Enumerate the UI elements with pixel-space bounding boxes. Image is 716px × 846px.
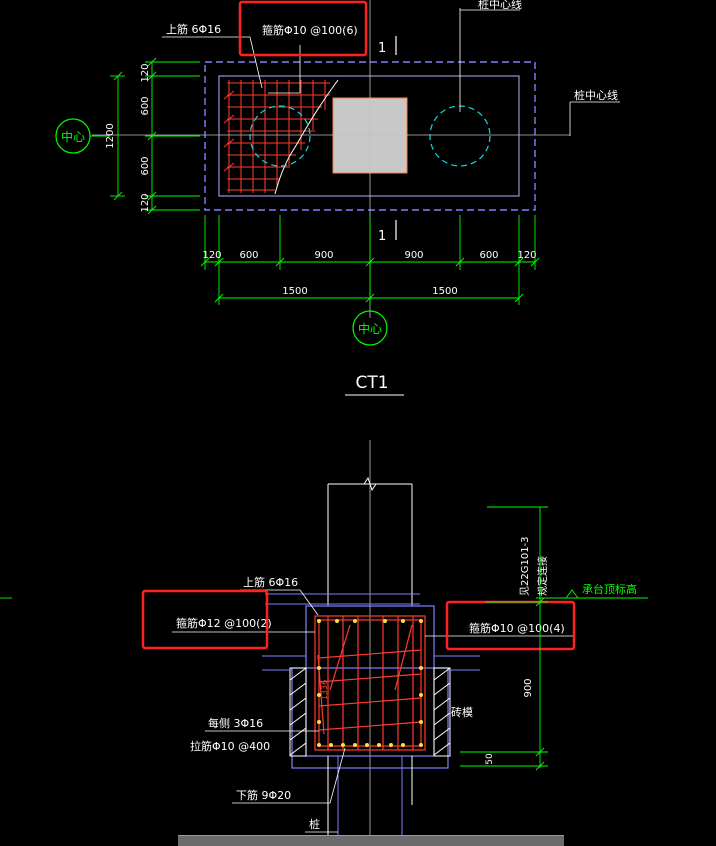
- section-brick-mold-label: 砖模: [451, 705, 473, 719]
- plan-dim-v-600-bottom: 600: [140, 156, 151, 175]
- plan-break-line: [274, 79, 339, 195]
- pile-axis-label-top: 桩中心线: [478, 0, 522, 11]
- pile-axis-label-right: 桩中心线: [574, 88, 618, 102]
- section-tie-rebar-label: 拉筋Φ10 @400: [190, 739, 270, 753]
- plan-dim-v-1200: 1200: [105, 123, 116, 148]
- plan-dim-h-1500-right: 1500: [432, 286, 457, 297]
- section-rebar-dots: [317, 619, 423, 747]
- center-symbol-bottom-label: 中心: [358, 321, 382, 336]
- plan-stirrup-label: 箍筋Φ10 @100(6): [262, 23, 358, 37]
- section-slab-lines: [262, 593, 480, 671]
- section-pile: [337, 756, 403, 835]
- plan-dim-h-120-left: 120: [202, 250, 221, 261]
- plan-rebar-grid: [227, 80, 330, 193]
- section-cap-top-elev-label: 承台顶标高: [582, 582, 637, 596]
- cap-inner-outline: [218, 75, 520, 197]
- section-column: [327, 476, 413, 606]
- section-dim-vertical: [460, 506, 548, 771]
- section-dim-1336: 1336: [320, 680, 329, 700]
- section-dim-900: 900: [523, 678, 534, 697]
- highlight-box-plan-stirrup: [238, 0, 368, 57]
- section-mark-bottom-label: 1: [378, 229, 386, 244]
- status-bar: [178, 835, 564, 846]
- section-side-rebar-label: 每侧 3Φ16: [208, 716, 263, 730]
- plan-rebar-ticks: [223, 90, 235, 172]
- plan-dim-horizontal: [200, 215, 540, 305]
- plan-dim-v-120-bottom: 120: [140, 193, 151, 212]
- plan-dim-h-120-right: 120: [517, 250, 536, 261]
- plan-dim-h-900-left: 900: [314, 250, 333, 261]
- plan-view: 桩中心线 桩中心线 上筋 6Φ16 箍筋Φ10 @100(6) 1 1: [55, 0, 620, 346]
- section-dim-50: 50: [485, 753, 495, 765]
- plan-dim-h-900-right: 900: [404, 250, 423, 261]
- highlight-box-section-stirrup-left: [141, 589, 269, 650]
- section-pile-outline: [327, 756, 413, 835]
- pile-right: [429, 105, 491, 167]
- plan-dim-h-600-left: 600: [239, 250, 258, 261]
- plan-top-rebar-label: 上筋 6Φ16: [166, 22, 221, 36]
- section-stirrup-right-label: 箍筋Φ10 @100(4): [469, 621, 565, 635]
- section-view: 1336 上筋 6Φ16 箍筋Φ12 @100(2) 箍筋Φ10 @100(4)…: [0, 440, 648, 835]
- section-mark-top-label: 1: [378, 41, 386, 56]
- section-rebar-cage: [314, 615, 426, 751]
- brick-mold-left: [289, 667, 307, 757]
- section-top-rebar-label: 上筋 6Φ16: [243, 575, 298, 589]
- plan-dim-h-1500-left: 1500: [282, 286, 307, 297]
- center-symbol-left-label: 中心: [61, 129, 85, 144]
- drawing-title: CT1: [355, 373, 388, 393]
- brick-mold-right: [433, 667, 451, 757]
- pile-left: [249, 105, 311, 167]
- plan-dim-v-120-top: 120: [140, 63, 151, 82]
- plan-dim-h-600-right: 600: [479, 250, 498, 261]
- section-stirrup-left-label: 箍筋Φ12 @100(2): [176, 616, 272, 630]
- plan-dim-vertical: [110, 57, 200, 215]
- section-ref-note-2: 规定连接: [536, 556, 549, 596]
- plan-dim-v-600-top: 600: [140, 96, 151, 115]
- section-ref-note-1: 见22G101-3: [519, 536, 531, 596]
- section-bottom-rebar-label: 下筋 9Φ20: [236, 788, 291, 802]
- center-symbol-bottom: [352, 310, 388, 346]
- section-pile-label: 桩: [309, 817, 320, 831]
